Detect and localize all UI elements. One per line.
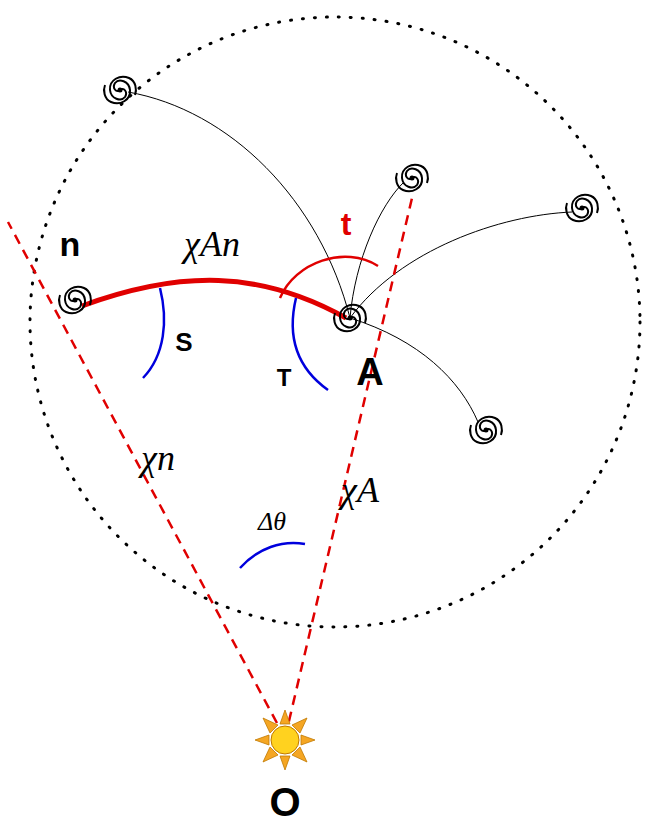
distance-label: χA <box>341 472 379 508</box>
angle-label: t <box>341 208 352 240</box>
angle-label: Δθ <box>258 509 286 535</box>
angle-label: S <box>175 329 192 355</box>
geodesics <box>128 92 572 422</box>
sun-observer <box>255 710 315 770</box>
point-label: n <box>60 227 81 261</box>
angle-label: T <box>277 366 292 390</box>
geodesic-nA <box>82 280 346 318</box>
distance-label: χn <box>141 440 175 476</box>
angle-T <box>293 298 328 390</box>
galaxies <box>59 77 598 444</box>
radial-lines <box>8 198 412 738</box>
angle-t <box>280 257 378 298</box>
point-label: A <box>356 353 383 391</box>
dotted-boundary <box>30 17 640 627</box>
angle-dtheta <box>240 543 305 568</box>
distance-label: χAn <box>184 226 240 262</box>
point-label: O <box>269 782 300 822</box>
angle-S <box>143 288 164 378</box>
